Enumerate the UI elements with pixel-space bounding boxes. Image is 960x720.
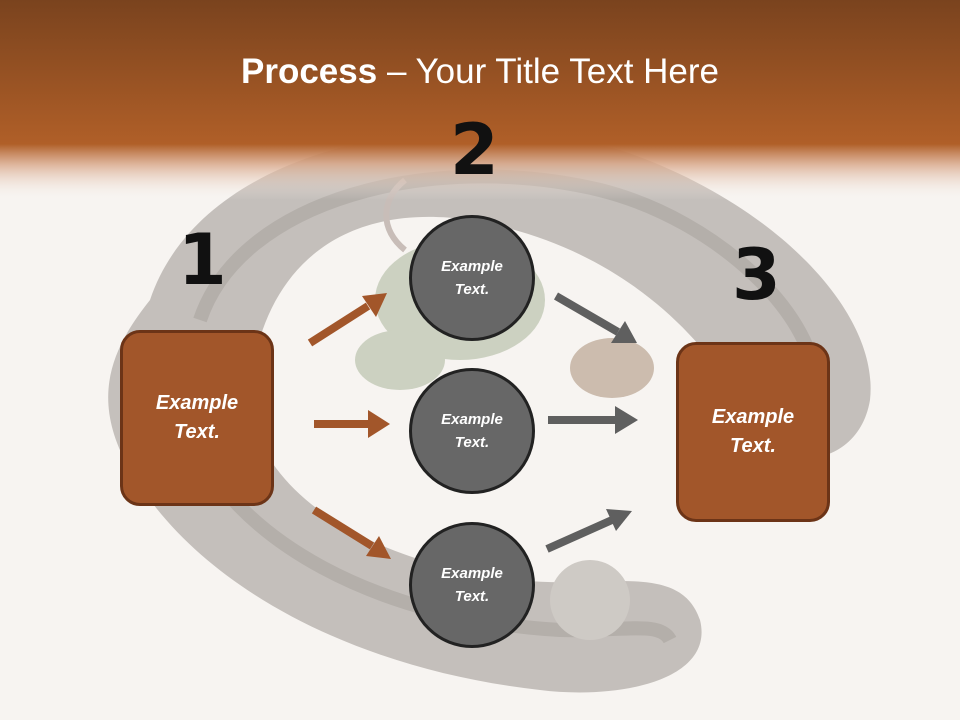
circle-top-line1: Example [441,258,503,275]
step-3-line1: Example [711,406,795,428]
arrow-to-circle-bottom [311,506,391,559]
circle-middle-line2: Text. [454,434,490,451]
arrow-to-circle-top [307,293,387,347]
step-3-box: Example Text. [676,342,830,522]
circle-bottom-line1: Example [441,565,503,582]
slide-title: Process – Your Title Text Here [0,52,960,92]
circle-bottom-line2: Text. [454,588,490,605]
title-rest: – Your Title Text Here [377,52,719,91]
step-number-3: 3 [732,234,781,316]
arrow-from-circle-middle [548,406,638,434]
circle-middle-line1: Example [441,411,503,428]
step-number-1: 1 [178,219,227,301]
arrow-to-circle-middle [314,410,390,438]
arrow-from-circle-bottom [545,509,632,553]
step-2-circle-middle: Example Text. [409,368,535,494]
step-3-line2: Text. [730,435,776,457]
step-number-2: 2 [450,109,499,191]
step-1-line2: Text. [174,421,220,443]
step-1-box: Example Text. [120,330,274,506]
title-bold: Process [241,52,378,91]
step-1-line1: Example [155,392,239,414]
circle-top-line2: Text. [454,281,490,298]
arrow-from-circle-top [553,292,637,343]
step-2-circle-top: Example Text. [409,215,535,341]
step-2-circle-bottom: Example Text. [409,522,535,648]
